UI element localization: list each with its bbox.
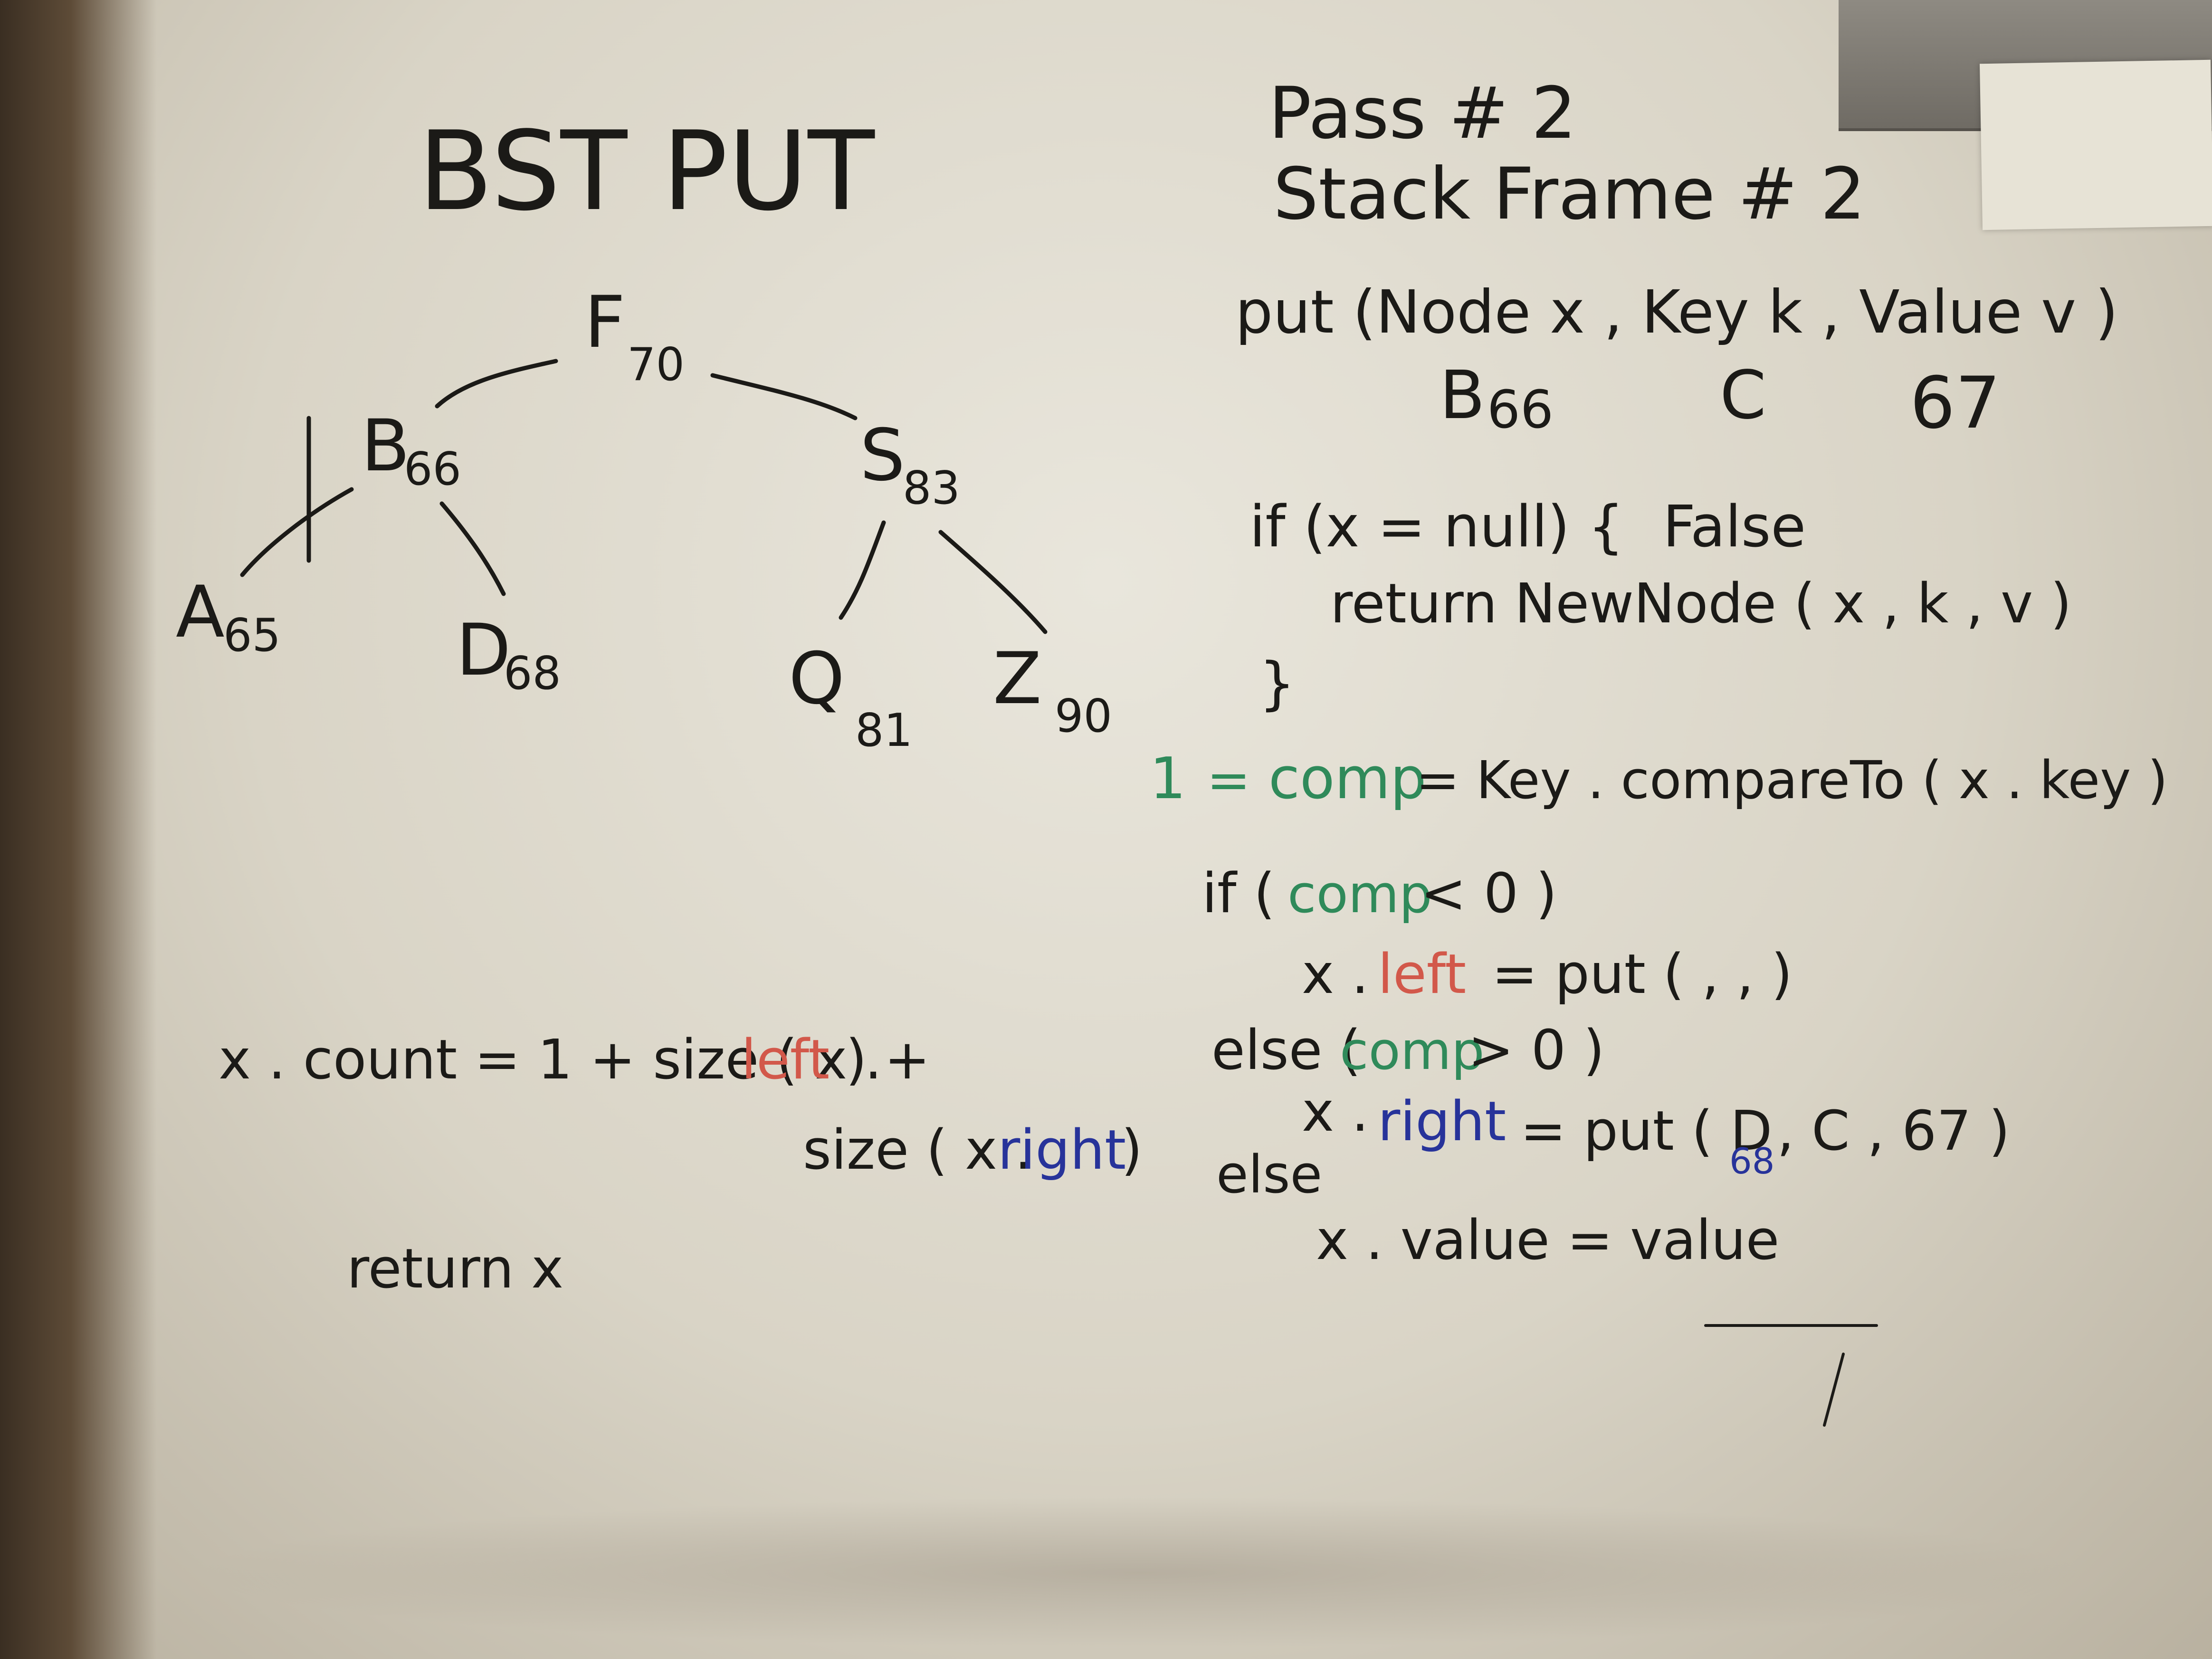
count-line-pre: x . count = 1 + size ( x . [219,1028,882,1092]
right-assign-post2: , C , 67 ) [1777,1099,2010,1163]
comp-rest: = Key . compareTo ( x . key ) [1416,750,2168,810]
close-brace: } [1259,651,1295,717]
right-word: right [1378,1090,1506,1154]
tree-edges [240,359,1048,634]
title: BST PUT [418,108,875,235]
node-z-letter: Z [993,638,1042,720]
arg-node-sub: 66 [1487,379,1554,440]
stray-marks [1704,1324,1878,1427]
if-lt-post: < 0 ) [1421,862,1557,925]
elif-comp: comp [1340,1020,1485,1081]
if-lt-comp: comp [1287,864,1432,925]
node-f-letter: F [584,281,625,364]
node-b-sub: 66 [404,443,461,496]
node-d-sub: 68 [504,648,561,700]
right-assign-sub: 68 [1729,1140,1774,1182]
count-line-post: ) + [846,1028,930,1092]
count-left-word: left [741,1028,830,1092]
node-d-letter: D [456,609,511,692]
count-line2-post: ) [1121,1118,1143,1182]
bst-tree: F 70 B 66 S 83 A 65 D 68 Q 81 Z 90 [176,281,1112,757]
board-frame-shadow [0,0,157,1659]
node-b-letter: B [361,405,410,487]
signature-text: put (Node x , Key k , Value v ) [1235,278,2118,347]
elif-post: > 0 ) [1468,1019,1605,1082]
put-signature: put (Node x , Key k , Value v ) B 66 C 6… [1235,278,2118,445]
node-s-sub: 83 [903,462,960,515]
put-code: if (x = null) { False return NewNode ( x… [1150,494,2168,1272]
count-line2-pre: size ( x . [803,1118,1032,1182]
comp-result: 1 [1150,746,1186,812]
node-z-sub: 90 [1055,690,1112,743]
node-q-sub: 81 [855,705,913,757]
comp-word: comp [1268,746,1426,812]
node-a-sub: 65 [223,610,281,662]
comp-eq: = [1207,750,1250,810]
if-null-line: if (x = null) { [1249,494,1624,560]
arg-value: 67 [1910,362,2001,445]
elif-pre: else ( [1211,1019,1361,1082]
node-f-sub: 70 [627,339,685,391]
if-lt-pre: if ( [1202,862,1275,925]
return-line: return x [347,1237,563,1301]
node-q-letter: Q [789,638,845,720]
node-s-letter: S [860,414,905,497]
arg-key: C [1720,357,1766,434]
node-a-letter: A [176,571,225,654]
stack-frame-label: Stack Frame # 2 [1273,153,1866,236]
return-new-line: return NewNode ( x , k , v ) [1330,572,2072,636]
count-right-word: right [998,1118,1126,1182]
right-assign-pre: x . [1302,1080,1369,1144]
arg-node-letter: B [1440,357,1485,434]
left-word: left [1378,943,1466,1006]
if-null-eval: False [1663,494,1806,560]
left-assign-pre: x . [1302,943,1369,1006]
right-assign-post1: = put ( D [1520,1099,1772,1163]
left-assign-post: = put ( , , ) [1492,943,1792,1006]
pass-label: Pass # 2 [1268,72,1576,155]
erased-smudge [190,1497,2090,1649]
else-word: else [1216,1144,1322,1205]
value-assign: x . value = value [1316,1209,1779,1272]
count-update: x . count = 1 + size ( x . left ) + size… [219,1028,1143,1182]
